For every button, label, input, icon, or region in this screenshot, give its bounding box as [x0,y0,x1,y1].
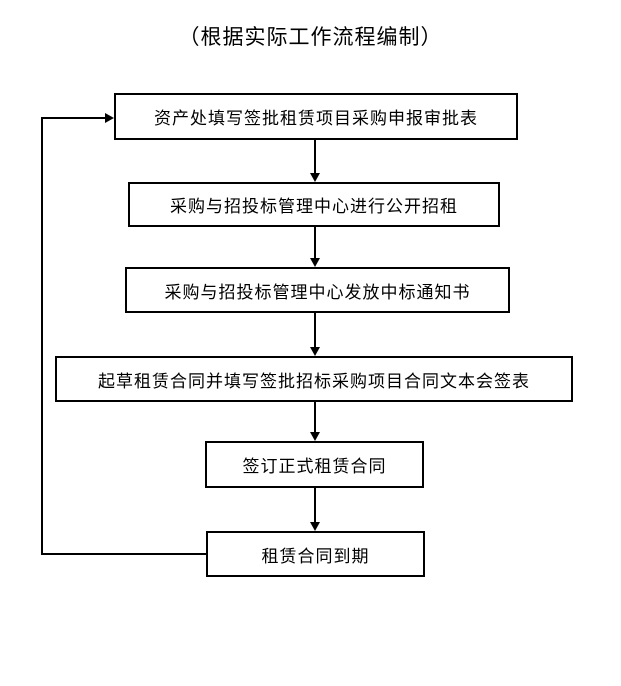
arrowhead-down-icon [310,347,320,356]
flow-step-2: 采购与招投标管理中心进行公开招租 [128,182,500,227]
flow-step-6: 租赁合同到期 [206,531,425,577]
arrowhead-down-icon [310,173,320,182]
connector-step1-to-step2 [314,140,316,173]
connector-step3-to-step4 [314,313,316,347]
loopback-bottom-segment [41,553,206,555]
flowchart-title: （根据实际工作流程编制） [178,25,443,49]
flow-step-4: 起草租赁合同并填写签批招标采购项目合同文本会签表 [55,356,573,402]
connector-step4-to-step5 [314,402,316,432]
arrowhead-down-icon [310,522,320,531]
flow-step-5: 签订正式租赁合同 [205,441,424,488]
arrowhead-down-icon [310,432,320,441]
flow-step-3: 采购与招投标管理中心发放中标通知书 [125,267,510,313]
loopback-vertical-segment [41,117,43,555]
connector-step2-to-step3 [314,227,316,258]
arrowhead-down-icon [310,258,320,267]
arrowhead-right-icon [105,113,114,123]
loopback-top-segment [41,117,105,119]
connector-step5-to-step6 [314,488,316,522]
flow-step-1: 资产处填写签批租赁项目采购申报审批表 [114,93,518,140]
